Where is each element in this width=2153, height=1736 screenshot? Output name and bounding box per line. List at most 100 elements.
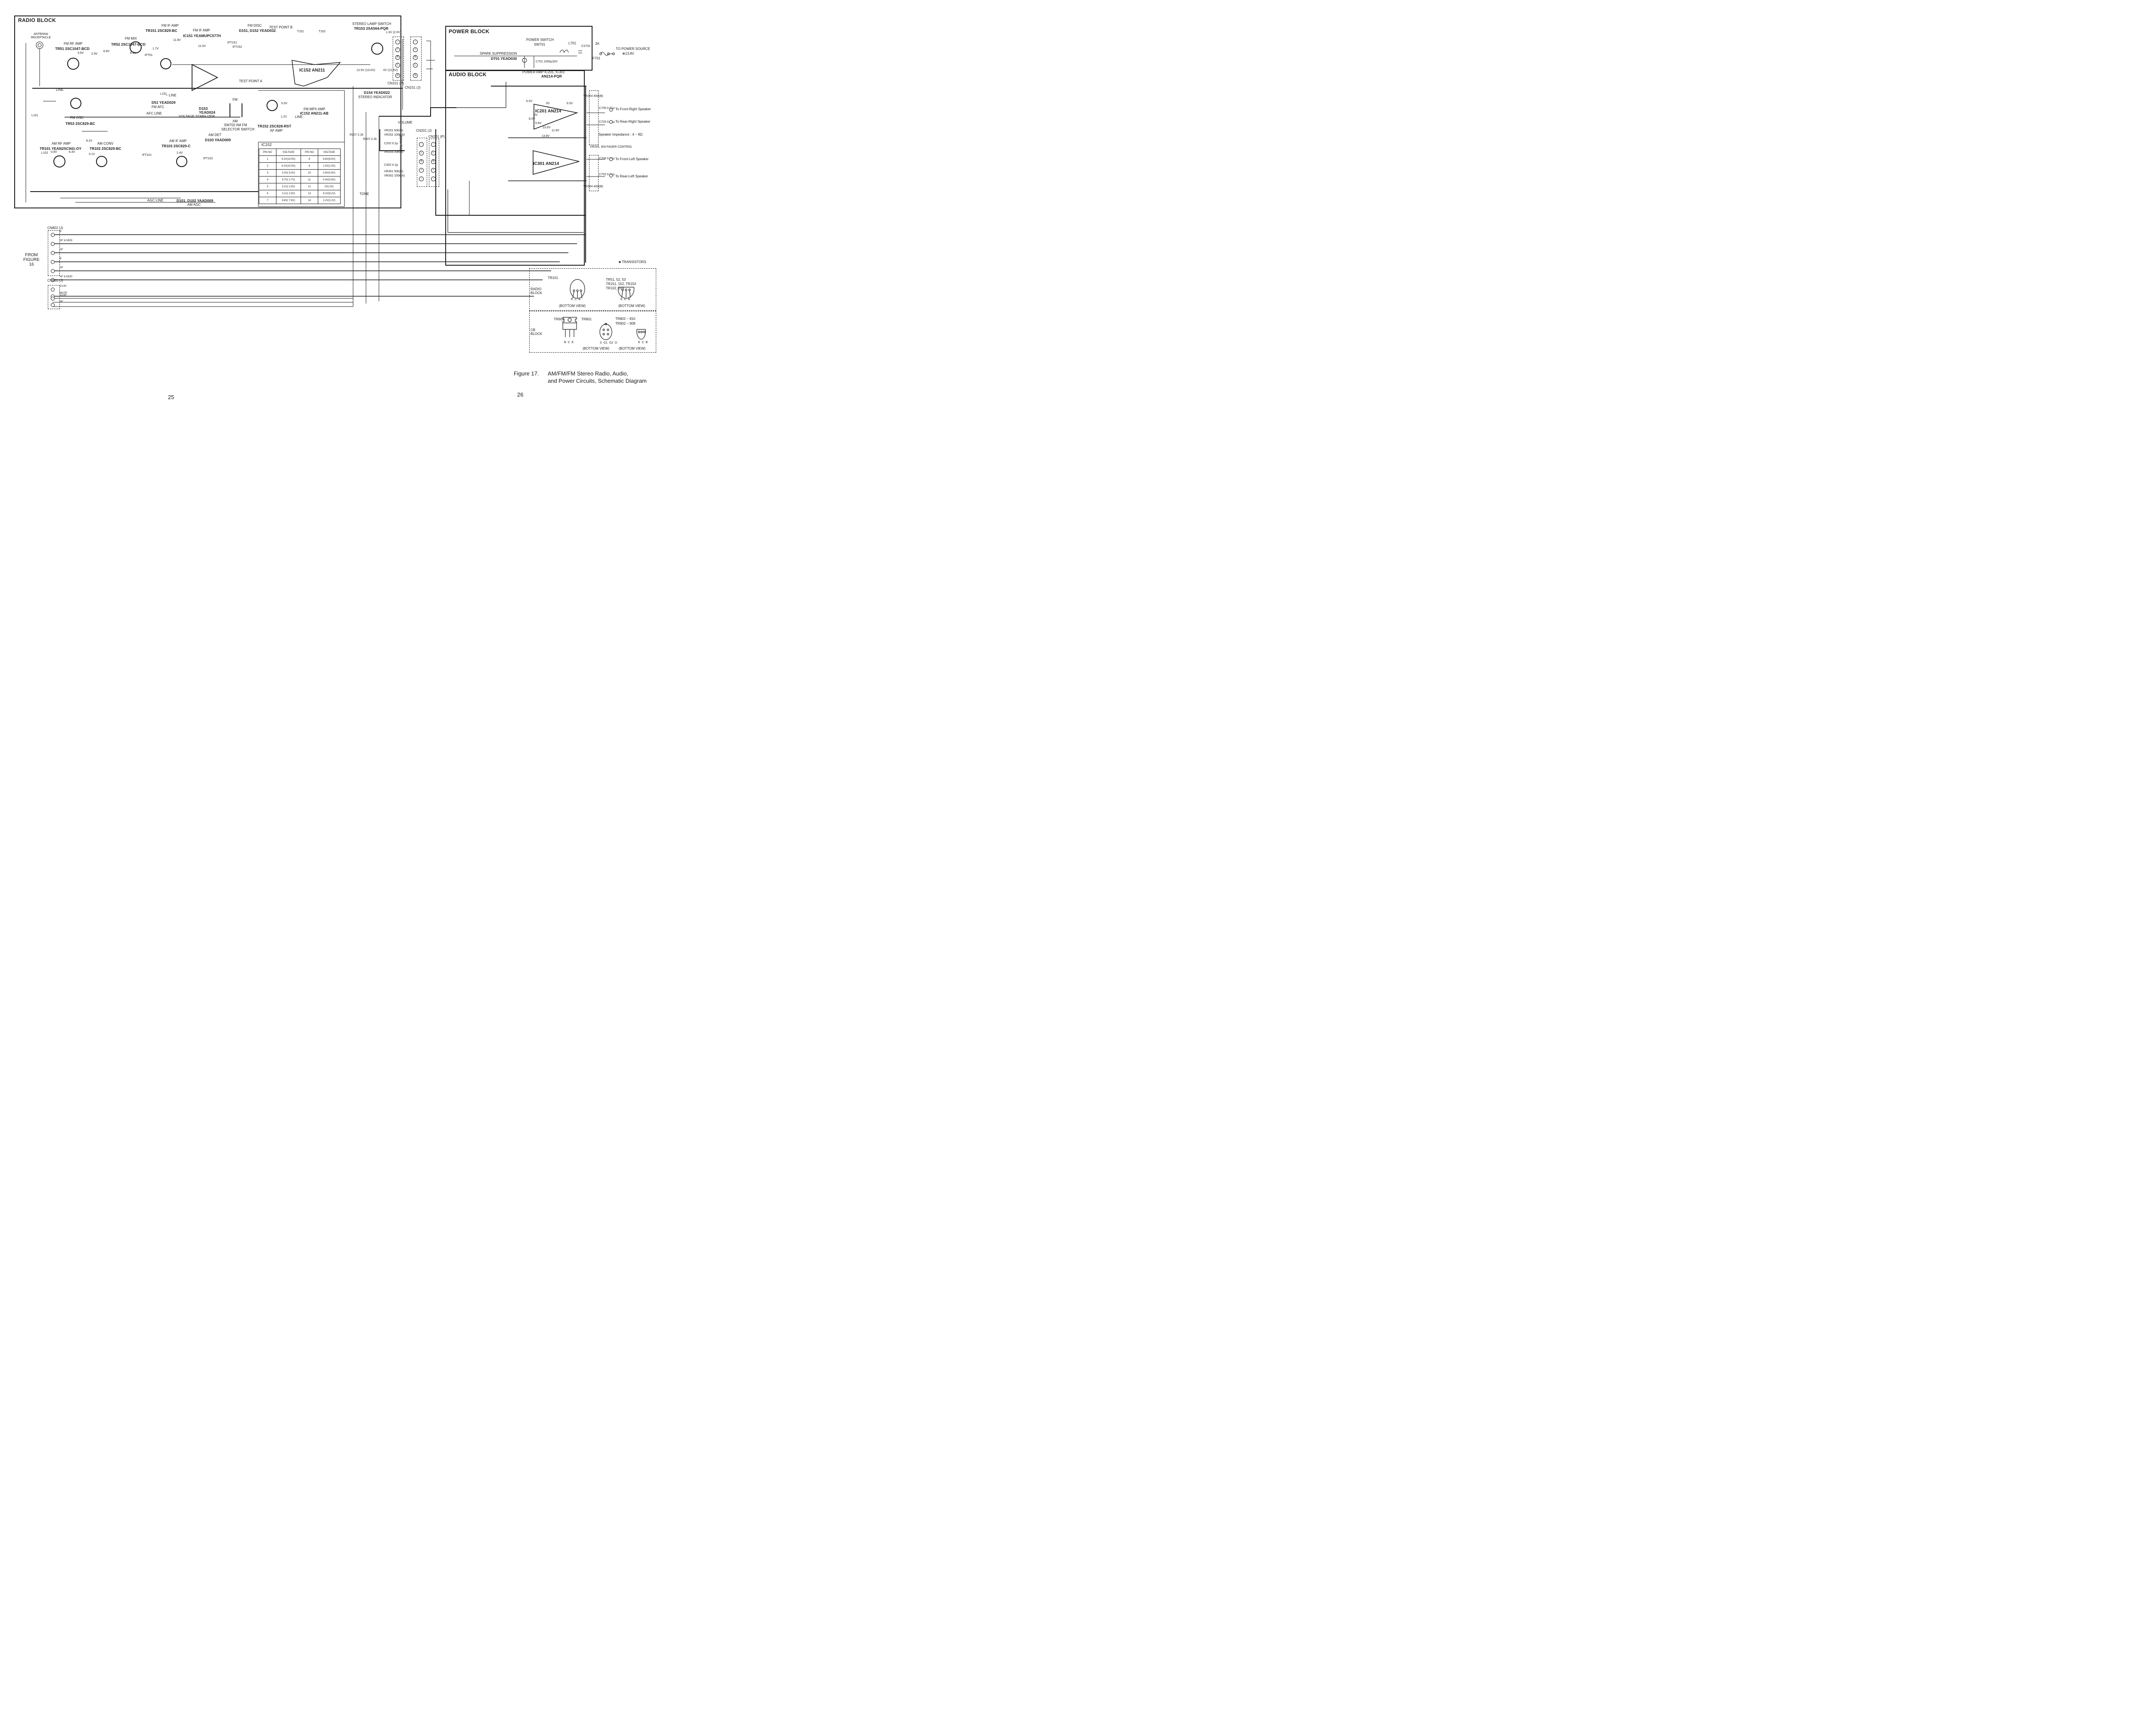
- cn151-p-pin: N: [395, 73, 400, 78]
- l102-label: L102: [41, 152, 48, 155]
- control-part[interactable]: VR202 100k(A): [384, 133, 405, 136]
- pin-number-cell: 2: [259, 162, 276, 170]
- tone-label[interactable]: TONE: [360, 192, 369, 196]
- cn801-pin-terminal[interactable]: [51, 303, 55, 307]
- voltage-cell: 0.4V(0.8V): [317, 176, 341, 183]
- caption-line-2: and Power Circuits, Schematic Diagram: [548, 378, 647, 384]
- radio-block: [14, 16, 401, 208]
- fm-mpx-func: FM MPX AMP: [304, 107, 326, 111]
- ic152-table-title: IC152: [261, 143, 272, 147]
- cn151-p-connector[interactable]: [393, 37, 404, 81]
- ic301-label: IC301 AN214: [533, 161, 559, 166]
- cn151-j-pin: L: [413, 63, 418, 68]
- antenna-label: ANTENNA RECEPTACLE: [31, 33, 51, 39]
- tr-cb-group: TR902 ~ 909: [615, 322, 636, 326]
- control-part[interactable]: VR301 50k(D): [384, 170, 403, 173]
- cn201-j-connector[interactable]: [417, 138, 427, 187]
- cn801-title: CN801 (J): [47, 279, 63, 282]
- fader-vr304[interactable]: [589, 155, 599, 191]
- volt-note: 1.7V: [152, 47, 159, 50]
- antenna-receptacle-icon[interactable]: [36, 42, 43, 49]
- cn201-p-connector[interactable]: [429, 139, 439, 187]
- control-part[interactable]: VR203 20k(B): [384, 151, 403, 154]
- cn151-p-label: CN151 (P): [388, 81, 404, 85]
- fader-vr204[interactable]: [589, 90, 599, 145]
- pin-number-cell: 9: [301, 162, 318, 170]
- speaker-terminal-rl[interactable]: [609, 174, 613, 177]
- voltage-cell: 9.7V( 2.7V): [276, 176, 301, 183]
- control-part[interactable]: VR302 100k(A): [384, 174, 405, 177]
- cn802-pin-terminal[interactable]: [51, 260, 55, 264]
- line-label-2: LINE: [295, 115, 303, 119]
- audio-block-title: AUDIO BLOCK: [449, 71, 487, 78]
- cn801-pin-terminal[interactable]: [51, 288, 55, 291]
- fader-part: VR304 40Ω(B): [583, 185, 603, 188]
- cn151-j-connector[interactable]: [410, 37, 422, 81]
- pin-number-cell: 13: [301, 190, 318, 197]
- am-agc-func: AM AGC: [187, 203, 201, 207]
- pin-number-cell: 11: [301, 176, 318, 183]
- amp-volt: 0V: [546, 102, 550, 105]
- cn801-pin-terminal[interactable]: [51, 297, 55, 301]
- pin-label: D: [615, 341, 617, 344]
- cn802-pin-label: MUTE: [60, 292, 67, 294]
- cn802-pin-terminal[interactable]: [51, 251, 55, 255]
- pin-label: E: [571, 341, 574, 344]
- volt-note: 11.8V: [173, 39, 181, 42]
- volume-label[interactable]: VOLUME: [398, 121, 413, 124]
- fm-rf-amp-part: TR51 2SC1047-BCD: [55, 46, 90, 51]
- tr801-label: TR801: [581, 317, 592, 321]
- volt-note: 11.0V: [198, 45, 206, 48]
- cn201-j-pin: −: [419, 142, 424, 147]
- fm-osc-func: FM OSC: [70, 116, 84, 120]
- transistors-legend: ■ TRANSISTORS: [619, 260, 646, 264]
- power-switch-label: POWER SWITCH: [526, 38, 554, 42]
- cn201-j-pin: −: [419, 177, 424, 181]
- control-part[interactable]: VR201 50k(D): [384, 129, 403, 132]
- cn802-pin-label: AF & MOD: [60, 239, 73, 242]
- amp-volt: 6.5V: [526, 100, 533, 103]
- speaker-terminal-fr[interactable]: [609, 108, 613, 112]
- cn151-j-pin: R: [413, 55, 418, 60]
- speaker-terminal-rr[interactable]: [609, 120, 613, 124]
- volt-note: 8.2V: [130, 52, 137, 55]
- cn801-pin-label: 13.8V: [60, 285, 67, 288]
- selector-part: SW702 AM FM: [224, 123, 247, 127]
- balance-label[interactable]: BALANCE: [399, 134, 403, 151]
- power-switch-icon[interactable]: [540, 51, 548, 55]
- cn802-pin-terminal[interactable]: [51, 269, 55, 273]
- cn801-connector[interactable]: [48, 285, 60, 309]
- am-fm-selector-switch-icon[interactable]: [230, 103, 242, 117]
- table-header: PIN NO: [301, 149, 318, 156]
- volt-note: 5.0V: [281, 102, 288, 105]
- cn802-connector[interactable]: [48, 230, 60, 276]
- speaker-terminal-fl[interactable]: [609, 158, 613, 161]
- cb-transistor-box: [529, 310, 656, 353]
- cs701-label: CS701: [581, 45, 591, 48]
- cn802-title: CN802 (J): [47, 226, 63, 230]
- cn151-p-pin: −: [395, 40, 400, 44]
- volt-note: 6.8V: [103, 50, 110, 53]
- power-switch-part: SW701: [534, 43, 546, 46]
- am-conv-part: TR102 2SC829-BC: [90, 146, 121, 151]
- fader-part: C705 0.01μ: [599, 107, 615, 110]
- volt-note: 3.1V: [89, 153, 95, 156]
- cn151-p-pin: L: [395, 63, 400, 68]
- cn802-pin-terminal[interactable]: [51, 278, 55, 282]
- power-source-voltage: ⊕13.8V: [622, 52, 634, 56]
- spark-suppression-label: SPARK SUPPRESSION: [480, 52, 517, 56]
- cn802-pin-terminal[interactable]: [51, 242, 55, 246]
- cn802-pin-label: AF & MOD: [60, 276, 73, 278]
- cn802-pin-terminal[interactable]: [51, 233, 55, 237]
- ift102-label: IFT102: [203, 157, 213, 160]
- pin-label: E: [620, 298, 623, 301]
- volt-note: 8.2V: [86, 140, 93, 143]
- cn201-p-pin: −: [431, 142, 436, 147]
- fader-part: C704 0.01μ: [599, 157, 615, 160]
- ic201-label: IC201 AN214: [535, 109, 562, 114]
